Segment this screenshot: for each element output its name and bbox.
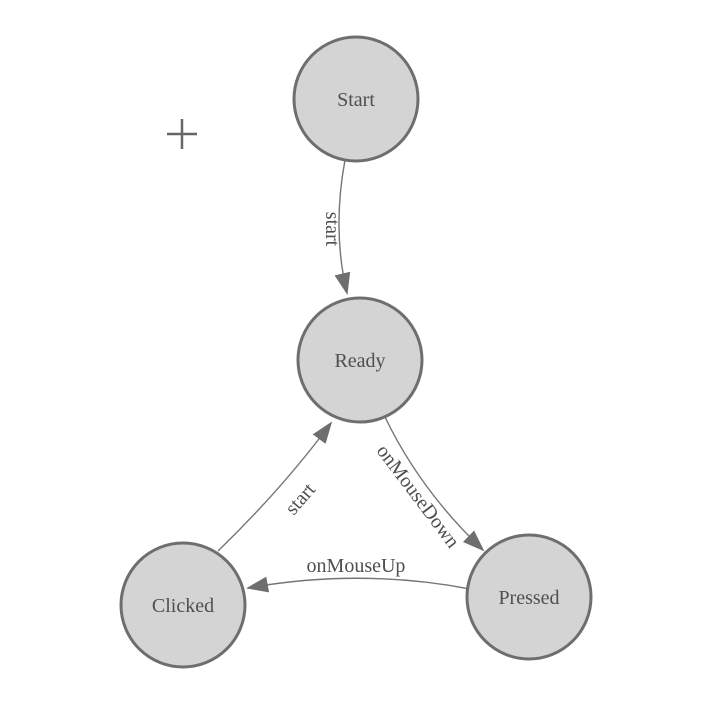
edge-ready-to-pressed[interactable]	[384, 416, 485, 552]
edge-label-start-left: start	[281, 479, 320, 520]
node-ready[interactable]: Ready	[296, 296, 424, 424]
node-clicked[interactable]: Clicked	[119, 541, 247, 669]
node-pressed[interactable]: Pressed	[465, 533, 593, 661]
node-label-clicked: Clicked	[152, 595, 214, 617]
edge-start-to-ready[interactable]	[334, 159, 351, 295]
edge-label-start-top: start	[321, 212, 343, 247]
plus-icon	[167, 119, 197, 149]
node-start[interactable]: Start	[292, 35, 420, 163]
edge-clicked-to-ready[interactable]	[217, 421, 333, 552]
node-label-start: Start	[337, 89, 375, 111]
edge-label-onmouseup: onMouseUp	[307, 555, 406, 577]
node-label-pressed: Pressed	[498, 587, 559, 609]
edge-pressed-to-clicked[interactable]	[246, 576, 471, 593]
edge-label-onmousedown: onMouseDown	[372, 441, 464, 553]
node-label-ready: Ready	[334, 350, 385, 372]
